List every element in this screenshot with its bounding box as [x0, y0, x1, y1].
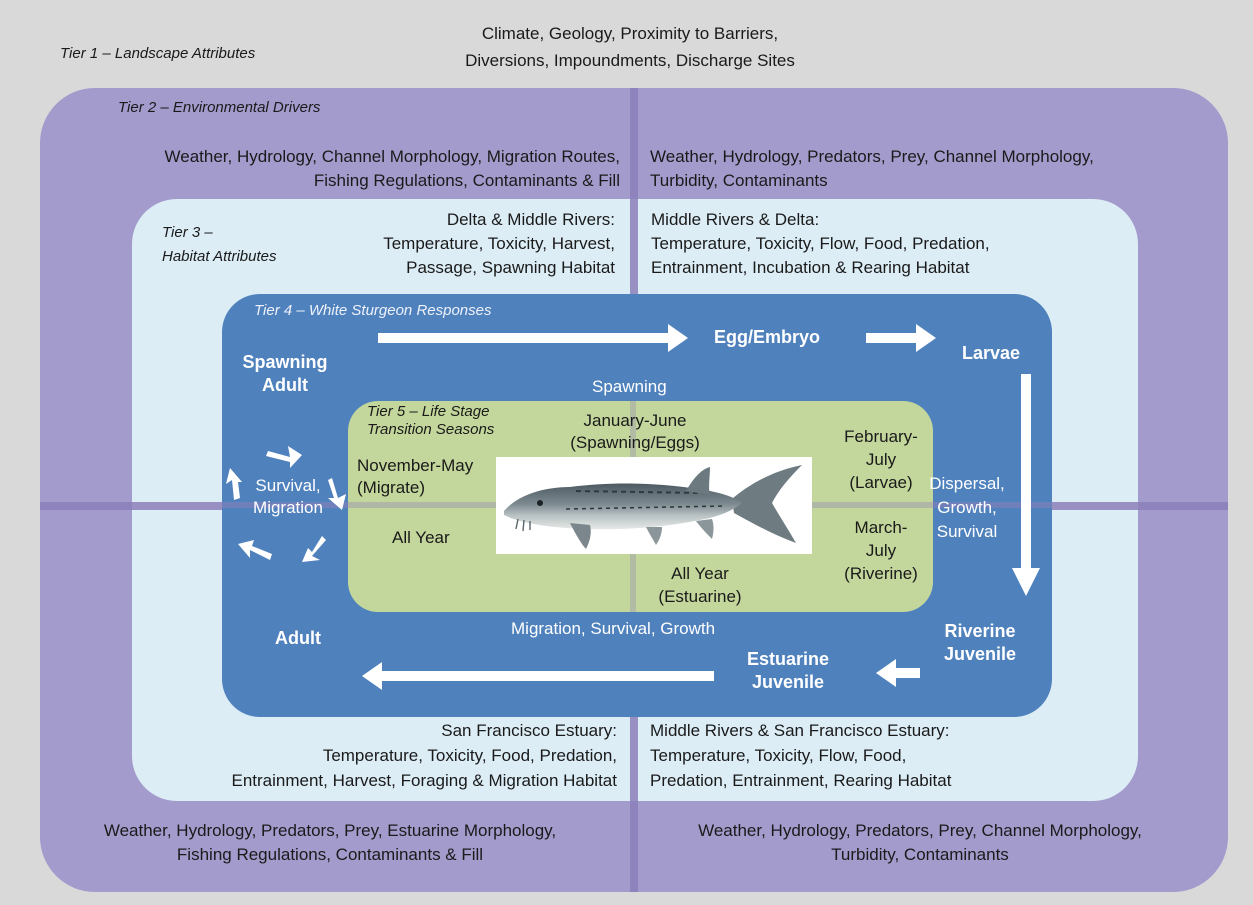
stage-larvae: Larvae — [962, 343, 1021, 363]
stage-estuarine-juvenile-line-2: Juvenile — [751, 672, 825, 692]
tier3-top-right-line-1: Middle Rivers & Delta: — [651, 210, 820, 229]
season-estuarine-line-1: All Year — [671, 564, 729, 583]
stage-adult: Adult — [275, 628, 321, 648]
tier3-bottom-right-line-2: Temperature, Toxicity, Flow, Food, — [650, 746, 907, 765]
stage-spawning-adult-line-2: Adult — [262, 375, 308, 395]
season-estuarine-line-2: (Estuarine) — [658, 587, 742, 606]
tier3-top-left-line-1: Delta & Middle Rivers: — [446, 210, 615, 229]
tier2-bottom-left-line-2: Fishing Regulations, Contaminants & Fill — [176, 845, 484, 864]
white-sturgeon-image — [496, 457, 812, 554]
stage-egg-embryo: Egg/Embryo — [714, 327, 821, 347]
season-spawning-eggs-line-1: January-June — [583, 411, 687, 430]
process-dispersal-line-3: Survival — [936, 522, 998, 541]
tier3-top-right-line-3: Entrainment, Incubation & Rearing Habita… — [651, 258, 970, 277]
stage-estuarine-juvenile-line-1: Estuarine — [746, 649, 830, 669]
tier3-top-right-line-2: Temperature, Toxicity, Flow, Food, Preda… — [651, 234, 990, 253]
tier2-bottom-right-drivers: Weather, Hydrology, Predators, Prey, Cha… — [640, 819, 1200, 867]
white-sturgeon-icon — [504, 465, 802, 549]
tier2-bottom-left-line-1: Weather, Hydrology, Predators, Prey, Est… — [103, 821, 557, 840]
tier3-label-line-1: Tier 3 – — [162, 224, 213, 241]
process-spawning: Spawning — [592, 377, 667, 396]
process-migration-survival-growth: Migration, Survival, Growth — [511, 619, 716, 638]
season-larvae: February- July (Larvae) — [836, 425, 926, 494]
cycle-arrows-icon — [226, 446, 346, 562]
tier3-top-left-line-2: Temperature, Toxicity, Harvest, — [383, 234, 615, 253]
season-spawning-eggs: January-June (Spawning/Eggs) — [565, 410, 705, 454]
season-all-year: All Year — [392, 528, 450, 547]
tier1-attributes-line-2: Diversions, Impoundments, Discharge Site… — [465, 51, 795, 70]
tier2-bottom-right-line-2: Turbidity, Contaminants — [831, 845, 1009, 864]
arrow-left-icon — [362, 662, 714, 690]
tier2-top-right-line-1: Weather, Hydrology, Predators, Prey, Cha… — [650, 147, 1094, 166]
process-dispersal-line-1: Dispersal, — [929, 474, 1005, 493]
season-migrate: November-May (Migrate) — [357, 455, 473, 499]
stage-spawning-adult: Spawning Adult — [225, 351, 345, 397]
tier5-label-line-2: Transition Seasons — [367, 421, 495, 438]
tier2-label: Tier 2 – Environmental Drivers — [118, 99, 321, 116]
season-migrate-line-1: November-May — [357, 456, 474, 475]
arrow-left-icon — [876, 659, 920, 687]
tier3-bottom-right-habitat: Middle Rivers & San Francisco Estuary: T… — [650, 718, 1070, 793]
tier1-attributes: Climate, Geology, Proximity to Barriers,… — [420, 20, 840, 74]
tier4-label: Tier 4 – White Sturgeon Responses — [254, 302, 492, 319]
tier3-bottom-left-line-2: Temperature, Toxicity, Food, Predation, — [322, 746, 617, 765]
tier3-bottom-left-line-3: Entrainment, Harvest, Foraging & Migrati… — [231, 771, 617, 790]
tier2-top-left-line-1: Weather, Hydrology, Channel Morphology, … — [164, 147, 620, 166]
tier1-attributes-line-1: Climate, Geology, Proximity to Barriers, — [481, 24, 779, 43]
season-larvae-line-3: (Larvae) — [849, 473, 913, 492]
stage-riverine-juvenile: Riverine Juvenile — [920, 620, 1040, 666]
season-riverine-line-3: (Riverine) — [844, 564, 918, 583]
arrow-right-icon — [866, 324, 936, 352]
process-survival-migration: Survival, Migration — [228, 475, 348, 519]
tier2-top-left-drivers: Weather, Hydrology, Channel Morphology, … — [60, 145, 620, 193]
arrow-down-icon — [1012, 374, 1040, 596]
season-larvae-line-2: July — [865, 450, 897, 469]
season-estuarine: All Year (Estuarine) — [645, 562, 755, 608]
stage-riverine-juvenile-line-1: Riverine — [944, 621, 1016, 641]
tier3-top-right-habitat: Middle Rivers & Delta: Temperature, Toxi… — [651, 208, 1091, 280]
tier2-bottom-right-line-1: Weather, Hydrology, Predators, Prey, Cha… — [698, 821, 1142, 840]
process-survival-migration-line-1: Survival, — [255, 476, 321, 495]
tier2-top-right-line-2: Turbidity, Contaminants — [650, 171, 828, 190]
stage-riverine-juvenile-line-2: Juvenile — [943, 644, 1017, 664]
tier2-bottom-left-drivers: Weather, Hydrology, Predators, Prey, Est… — [50, 819, 610, 867]
tier3-label-line-2: Habitat Attributes — [162, 248, 277, 265]
tier3-top-left-line-3: Passage, Spawning Habitat — [406, 258, 615, 277]
season-riverine-line-2: July — [865, 541, 897, 560]
tier5-label: Tier 5 – Life Stage Transition Seasons — [367, 403, 494, 439]
tier3-bottom-right-line-3: Predation, Entrainment, Rearing Habitat — [650, 771, 952, 790]
tier2-top-left-line-2: Fishing Regulations, Contaminants & Fill — [313, 171, 620, 190]
process-dispersal-growth-survival: Dispersal, Growth, Survival — [927, 472, 1007, 544]
season-riverine: March- July (Riverine) — [836, 516, 926, 585]
tier5-label-line-1: Tier 5 – Life Stage — [367, 403, 490, 420]
arrow-right-icon — [378, 324, 688, 352]
tier3-bottom-left-line-1: San Francisco Estuary: — [441, 721, 617, 740]
season-migrate-line-2: (Migrate) — [357, 478, 426, 497]
season-larvae-line-1: February- — [844, 427, 918, 446]
process-dispersal-line-2: Growth, — [937, 498, 997, 517]
stage-spawning-adult-line-1: Spawning — [242, 352, 328, 372]
tier3-bottom-right-line-1: Middle Rivers & San Francisco Estuary: — [650, 721, 950, 740]
tier3-label: Tier 3 – Habitat Attributes — [162, 221, 277, 269]
process-survival-migration-line-2: Migration — [253, 498, 323, 517]
tier2-top-right-drivers: Weather, Hydrology, Predators, Prey, Cha… — [650, 145, 1210, 193]
tier3-top-left-habitat: Delta & Middle Rivers: Temperature, Toxi… — [315, 208, 615, 280]
season-spawning-eggs-line-2: (Spawning/Eggs) — [570, 433, 700, 452]
stage-estuarine-juvenile: Estuarine Juvenile — [728, 648, 848, 694]
tier3-bottom-left-habitat: San Francisco Estuary: Temperature, Toxi… — [170, 718, 617, 793]
tier1-label: Tier 1 – Landscape Attributes — [60, 45, 256, 62]
season-riverine-line-1: March- — [854, 518, 908, 537]
